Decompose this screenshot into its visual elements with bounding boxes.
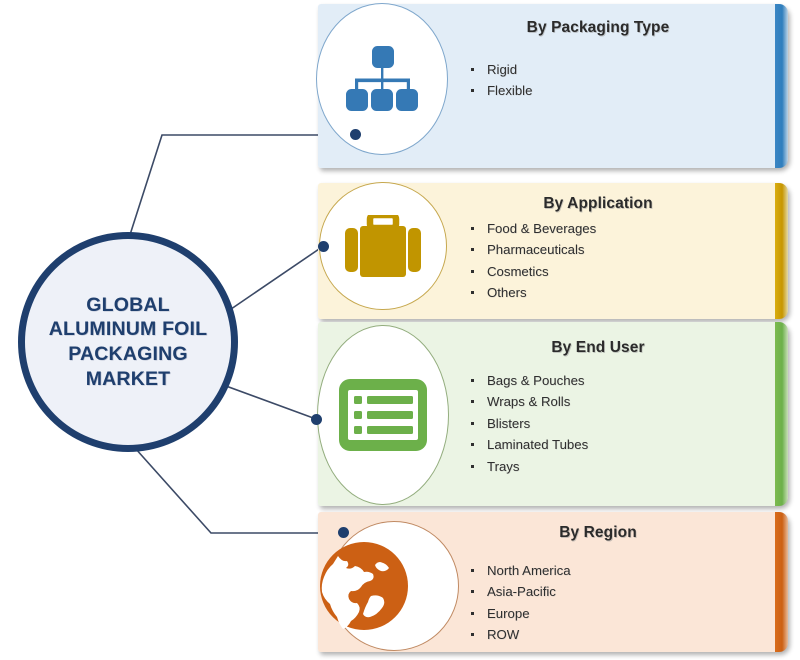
globe-icon [320, 542, 408, 630]
hierarchy-icon [346, 46, 418, 111]
list-item: Trays [470, 456, 588, 477]
connector-node-end-user [311, 414, 322, 425]
list-item: Cosmetics [470, 261, 596, 282]
panel-accent-edge [775, 322, 788, 506]
connector-line-region [134, 447, 343, 534]
panel-accent-edge [775, 183, 788, 319]
list-item: Food & Beverages [470, 218, 596, 239]
list-icon [339, 379, 427, 451]
list-item: Others [470, 282, 596, 303]
list-item: Rigid [470, 59, 532, 80]
hub-title: GLOBAL ALUMINUM FOIL PACKAGING MARKET [48, 293, 208, 390]
panel-bullet-list-region: North America Asia-Pacific Europe ROW [470, 560, 571, 646]
list-item: Blisters [470, 413, 588, 434]
list-item: Asia-Pacific [470, 581, 571, 602]
list-item: Laminated Tubes [470, 434, 588, 455]
panel-bullet-list-end-user: Bags & Pouches Wraps & Rolls Blisters La… [470, 370, 588, 477]
list-item: North America [470, 560, 571, 581]
connector-node-application [318, 241, 329, 252]
list-item: Bags & Pouches [470, 370, 588, 391]
panel-title-end-user: By End User [551, 339, 645, 356]
panel-title-region: By Region [559, 524, 637, 541]
panel-title-application: By Application [543, 195, 653, 212]
panel-accent-edge [775, 512, 788, 652]
list-item: Pharmaceuticals [470, 239, 596, 260]
list-item: ROW [470, 624, 571, 645]
segment-icon-disc-packaging-type[interactable] [316, 3, 448, 155]
list-item: Wraps & Rolls [470, 391, 588, 412]
segment-icon-disc-end-user[interactable] [317, 325, 449, 505]
central-hub[interactable]: GLOBAL ALUMINUM FOIL PACKAGING MARKET [18, 232, 238, 452]
connector-node-region [338, 527, 349, 538]
panel-title-packaging-type: By Packaging Type [526, 19, 670, 36]
list-item: Europe [470, 603, 571, 624]
panel-bullet-list-packaging-type: Rigid Flexible [470, 59, 532, 102]
panel-accent-edge [775, 4, 788, 168]
briefcase-icon [345, 215, 421, 277]
segment-icon-disc-region[interactable] [320, 521, 459, 651]
list-item: Flexible [470, 80, 532, 101]
panel-bullet-list-application: Food & Beverages Pharmaceuticals Cosmeti… [470, 218, 596, 304]
segment-icon-disc-application[interactable] [319, 182, 447, 310]
connector-node-packaging-type [350, 129, 361, 140]
